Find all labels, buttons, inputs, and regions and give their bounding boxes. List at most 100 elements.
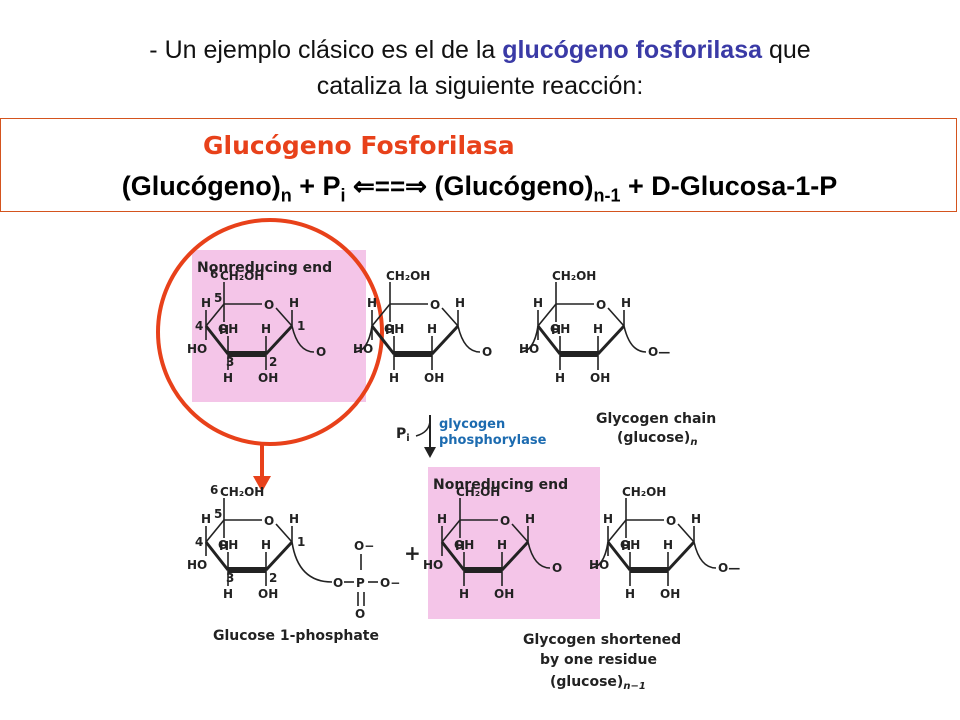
enzyme-arrow-icon (424, 447, 436, 458)
ring-bond (205, 303, 225, 327)
hydrogen: H (593, 322, 603, 336)
hydroxyl: OH (494, 587, 514, 601)
hydrogen: H (455, 296, 465, 310)
hydroxyl: OH (218, 538, 238, 552)
hydrogen: H (427, 322, 437, 336)
hydrogen: H (603, 512, 613, 526)
carbon-number-6: 6 (210, 483, 218, 497)
ring-bond-front (370, 325, 396, 355)
phosphate-oxygen: O (355, 607, 365, 621)
hydrogen: H (367, 296, 377, 310)
nonreducing-end-box-top (192, 250, 366, 402)
carbon-number-5: 5 (214, 291, 222, 305)
hydrogen: H (555, 371, 565, 385)
ring-bond-front (204, 541, 230, 571)
ch2oh-group: CH₂OH (220, 269, 264, 283)
hydrogen: H (459, 587, 469, 601)
hydrogen: H (691, 512, 701, 526)
hydroxyl: OH (454, 538, 474, 552)
ring-oxygen: O (500, 514, 510, 528)
reaction-equation: (Glucógeno)n + Pi ⇐==⇒ (Glucógeno)n-1 + … (121, 171, 838, 206)
ring-oxygen: O (430, 298, 440, 312)
hydrogen: H (497, 538, 507, 552)
ring-oxygen: O (264, 514, 274, 528)
glycogen-chain-label: Glycogen chain (596, 411, 716, 427)
glycosidic-oxygen: O (552, 561, 562, 575)
ring-bond (205, 519, 225, 543)
hydrogen: H (525, 512, 535, 526)
ring-bond-front (430, 324, 460, 356)
hydroxyl: OH (620, 538, 640, 552)
hydroxyl: OH (590, 371, 610, 385)
ring-bond (371, 303, 391, 327)
carbon-number-3: 3 (226, 355, 234, 369)
phosphate-oxygen: O (333, 576, 343, 590)
hydrogen: H (219, 323, 229, 337)
glycosidic-bond (527, 541, 551, 569)
plus-sign: + (404, 541, 421, 565)
hydroxyl: HO (187, 342, 207, 356)
hydrogen: H (261, 538, 271, 552)
hydrogen: H (289, 512, 299, 526)
hydrogen: H (219, 539, 229, 553)
hydroxyl: OH (660, 587, 680, 601)
down-arrow-icon (253, 476, 271, 492)
glycosidic-bond (623, 325, 647, 353)
hydroxyl: OH (424, 371, 444, 385)
intro-line1: - Un ejemplo clásico es el de la glucóge… (149, 36, 811, 64)
hydroxyl: HO (423, 558, 443, 572)
intro-text: - Un ejemplo clásico es el de la glucóge… (0, 32, 960, 104)
shortened-label-line3: (glucose)n−1 (550, 674, 646, 692)
glycosidic-bond (519, 325, 539, 353)
carbon-number-3: 3 (226, 571, 234, 585)
intro-line2: cataliza la siguiente reacción: (316, 72, 644, 100)
ring-bond-front (606, 541, 632, 571)
hydrogen: H (621, 296, 631, 310)
carbon-number-5: 5 (214, 507, 222, 521)
ch2oh-group: CH₂OH (220, 485, 264, 499)
hydrogen: H (533, 296, 543, 310)
ring-bond (275, 307, 293, 327)
reaction-box: Glucógeno Fosforilasa (Glucógeno)n + Pi … (0, 118, 957, 212)
reversible-arrow-icon: ⇐==⇒ (353, 171, 427, 201)
hydrogen: H (223, 587, 233, 601)
hydrogen: H (261, 322, 271, 336)
glycogen-chain-sublabel: (glucose)n (617, 430, 697, 448)
ring-bond-front (264, 324, 294, 356)
glycosidic-oxygen: O (316, 345, 326, 359)
ch2oh-group: CH₂OH (456, 485, 500, 499)
pi-input-curve (415, 419, 431, 437)
ring-bond-front (264, 540, 294, 572)
ch2oh-group: CH₂OH (552, 269, 596, 283)
ch2oh-group: CH₂OH (622, 485, 666, 499)
glycosidic-bond (457, 325, 481, 353)
carbon-number-2: 2 (269, 355, 277, 369)
glycosidic-oxygen: O— (648, 345, 670, 359)
ring-bond (607, 307, 625, 327)
carbon-number-2: 2 (269, 571, 277, 585)
phosphate-ester-bond (291, 541, 333, 583)
hydrogen: H (289, 296, 299, 310)
shortened-label-line1: Glycogen shortened (523, 632, 681, 648)
carbon-number-6: 6 (210, 267, 218, 281)
ring-bond (511, 523, 529, 543)
hydrogen: H (389, 371, 399, 385)
enzyme-label-line2: phosphorylase (439, 433, 547, 448)
glycosidic-bond (589, 541, 609, 569)
ring-bond (607, 519, 627, 543)
hydrogen: H (663, 538, 673, 552)
ring-bond-front (204, 325, 230, 355)
highlight-circle (156, 218, 384, 446)
ring-bond-front (500, 540, 530, 572)
ch2oh-group: CH₂OH (386, 269, 430, 283)
glycosidic-bond (693, 541, 717, 569)
ring-bond (441, 519, 461, 543)
carbon-number-1: 1 (297, 319, 305, 333)
ring-oxygen: O (596, 298, 606, 312)
glycosidic-bond (291, 325, 315, 353)
phosphorus: P (356, 576, 365, 590)
phosphate-oxygen-minus: O− (380, 576, 400, 590)
nonreducing-end-label-bottom: Nonreducing end (433, 477, 568, 493)
